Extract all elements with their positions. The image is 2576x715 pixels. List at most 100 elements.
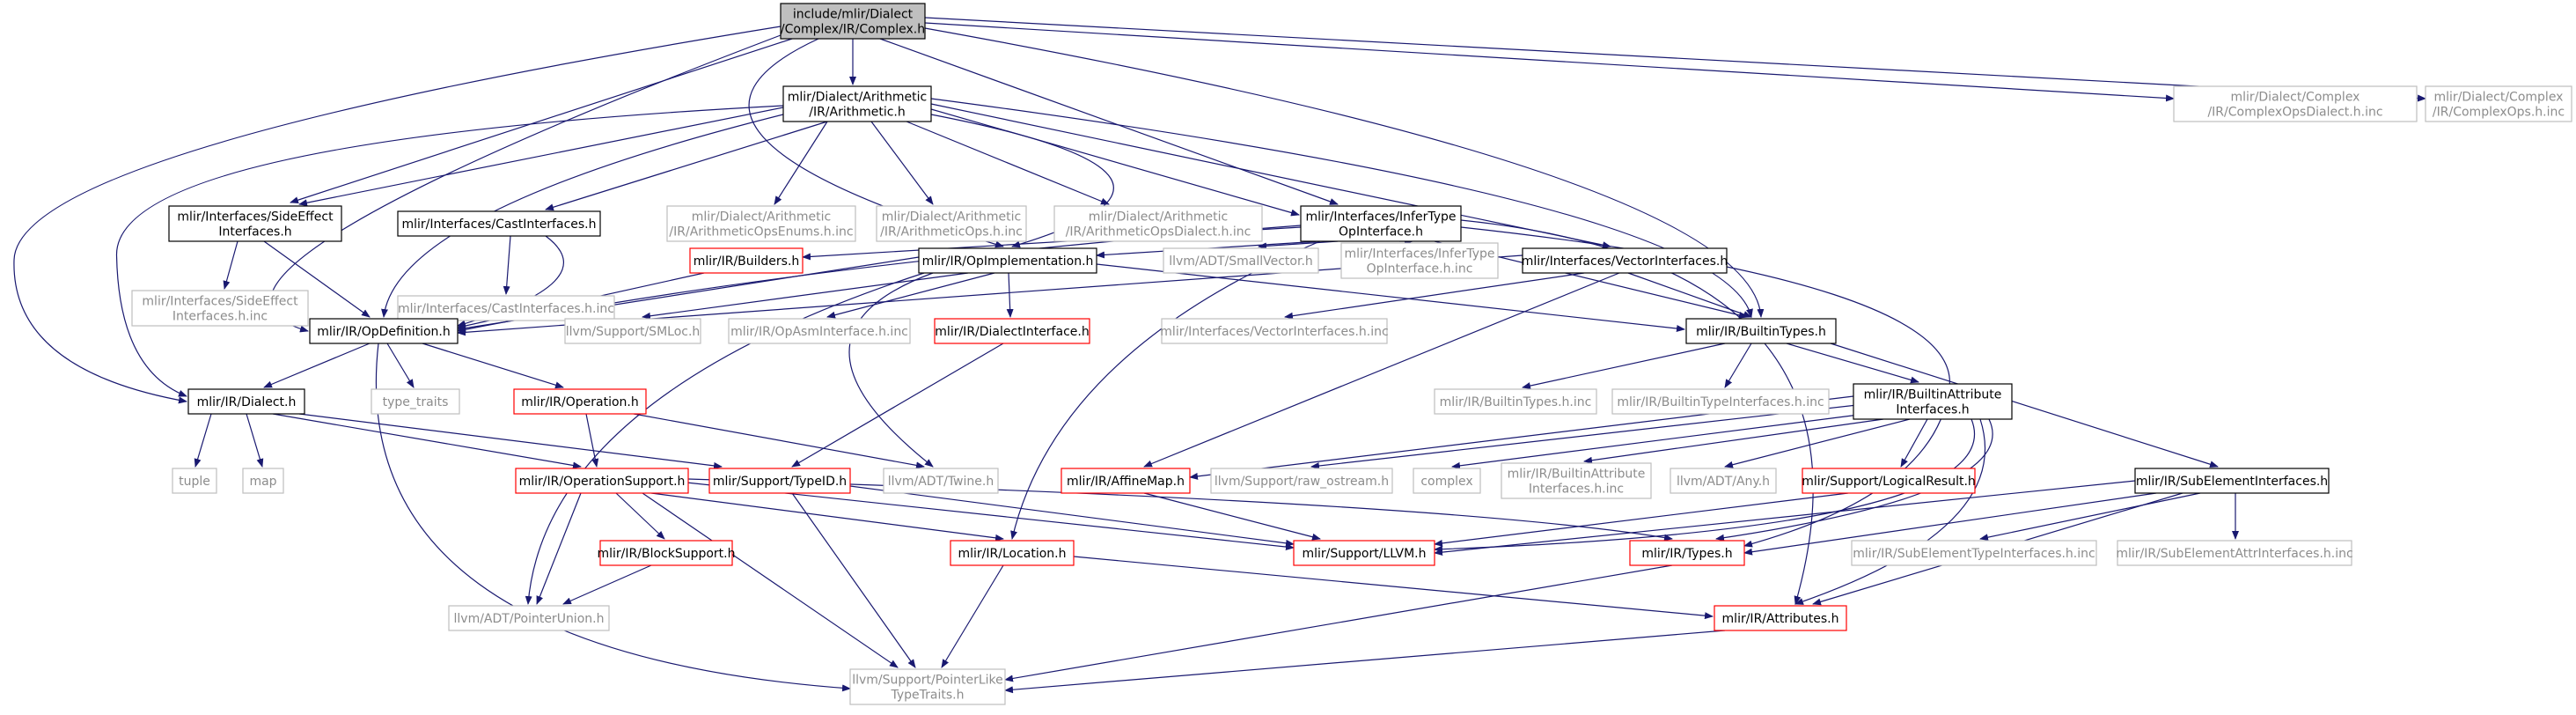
edge-dialectif-to-typeid: [791, 343, 1004, 468]
node-affinemap[interactable]: mlir/IR/AffineMap.h: [1060, 468, 1191, 494]
edge-dialect-to-typeid: [298, 413, 723, 469]
node-subelementif[interactable]: mlir/IR/SubElementInterfaces.h: [2134, 468, 2330, 494]
node-operation[interactable]: mlir/IR/Operation.h: [513, 388, 647, 415]
node-label-line: TypeTraits.h: [891, 689, 965, 703]
node-box: [849, 668, 1006, 705]
node-vectorif-inc[interactable]: mlir/Interfaces/VectorInterfaces.h.inc: [1160, 318, 1389, 344]
node-opsupport[interactable]: mlir/IR/OperationSupport.h: [515, 468, 689, 494]
node-smallvector[interactable]: llvm/ADT/SmallVector.h: [1163, 247, 1319, 274]
edge-attributes-to-pointerlike: [1004, 630, 1726, 694]
edge-sideeffect-to-opdef: [263, 240, 371, 318]
edge-arith-to-infertype: [930, 108, 1300, 217]
node-any[interactable]: llvm/ADT/Any.h: [1670, 468, 1777, 494]
node-opasm-inc[interactable]: mlir/IR/OpAsmInterface.h.inc: [728, 318, 911, 344]
edge-complex-to-opdef: [269, 34, 782, 333]
node-tuple[interactable]: tuple: [172, 468, 217, 494]
edge-complex-to-builtintypes: [924, 27, 1765, 318]
node-box: [1611, 388, 1830, 415]
edge-builtintypes-to-builtintypeif_inc: [1724, 343, 1752, 388]
edge-dialect-to-opsupport: [272, 413, 582, 469]
node-type-traits[interactable]: type_traits: [371, 388, 460, 415]
node-box: [1670, 468, 1777, 494]
node-typeid[interactable]: mlir/Support/TypeID.h: [708, 468, 851, 494]
node-dialect[interactable]: mlir/IR/Dialect.h: [187, 388, 305, 415]
edge-opsupport-to-blocksupport: [615, 492, 665, 540]
node-subelemattrif-inc[interactable]: mlir/IR/SubElementAttrInterfaces.h.inc: [2116, 540, 2353, 566]
node-cplx-dialect-inc[interactable]: mlir/Dialect/Complex/IR/ComplexOpsDialec…: [2173, 85, 2418, 122]
node-types[interactable]: mlir/IR/Types.h: [1629, 540, 1745, 566]
edges-layer: [13, 17, 2426, 694]
node-box: [513, 388, 647, 415]
node-complex-std[interactable]: complex: [1413, 468, 1481, 494]
edge-opsupport-to-location: [650, 492, 1004, 542]
node-arith-dialect-inc[interactable]: mlir/Dialect/Arithmetic/IR/ArithmeticOps…: [1053, 205, 1263, 242]
edge-dialect-to-map: [246, 413, 264, 468]
edge-logicalresult-to-llvm_h: [1434, 492, 1849, 547]
edge-subelementif-to-llvm_h: [1434, 480, 2136, 557]
node-label-line: mlir/IR/AffineMap.h: [1067, 475, 1185, 489]
node-label-line: mlir/IR/SubElementTypeInterfaces.h.inc: [1853, 547, 2095, 561]
node-cplx-ops-inc[interactable]: mlir/Dialect/Complex/IR/ComplexOps.h.inc: [2425, 85, 2572, 122]
node-box: [515, 468, 689, 494]
node-infertype-inc[interactable]: mlir/Interfaces/InferTypeOpInterface.h.i…: [1340, 242, 1499, 279]
node-pointerunion[interactable]: llvm/ADT/PointerUnion.h: [448, 605, 610, 631]
edge-infertype-to-smallvector: [1258, 240, 1339, 250]
node-label-line: mlir/Dialect/Arithmetic: [882, 210, 1021, 225]
node-twine[interactable]: llvm/ADT/Twine.h: [883, 468, 999, 494]
node-label-line: mlir/Interfaces/InferType: [1344, 247, 1494, 262]
node-attributes[interactable]: mlir/IR/Attributes.h: [1714, 605, 1847, 631]
edge-subelementif-to-types: [1743, 492, 2157, 556]
node-builtintypes-inc[interactable]: mlir/IR/BuiltinTypes.h.inc: [1434, 388, 1597, 415]
node-label-line: type_traits: [383, 395, 449, 409]
node-builtintypes[interactable]: mlir/IR/BuiltinTypes.h: [1685, 318, 1837, 344]
node-arith-enums-inc[interactable]: mlir/Dialect/Arithmetic/IR/ArithmeticOps…: [666, 205, 856, 242]
node-smloc[interactable]: llvm/Support/SMLoc.h: [564, 318, 701, 344]
node-raw-ostream[interactable]: llvm/Support/raw_ostream.h: [1210, 468, 1393, 494]
node-arith-ops-inc[interactable]: mlir/Dialect/Arithmetic/IR/ArithmeticOps…: [876, 205, 1027, 242]
node-box: [371, 388, 460, 415]
node-box: [1522, 247, 1728, 274]
node-label-line: include/mlir/Dialect: [793, 8, 914, 22]
edge-typeid-to-llvm_h: [849, 485, 1295, 547]
node-box: [131, 290, 309, 327]
node-castif[interactable]: mlir/Interfaces/CastInterfaces.h: [397, 210, 601, 237]
edge-castif-to-castif_inc: [503, 235, 511, 295]
edge-complex-to-cplx_dialect_inc: [924, 22, 2175, 102]
node-location[interactable]: mlir/IR/Location.h: [950, 540, 1075, 566]
node-logicalresult[interactable]: mlir/Support/LogicalResult.h: [1802, 468, 1976, 494]
node-arith[interactable]: mlir/Dialect/Arithmetic/IR/Arithmetic.h: [782, 85, 932, 122]
edge-arith-to-arith_dialect_inc: [906, 121, 1110, 205]
node-box: [1161, 318, 1388, 344]
node-vectorif[interactable]: mlir/Interfaces/VectorInterfaces.h: [1522, 247, 1728, 274]
edge-opsupport-to-pointerlike: [642, 492, 899, 668]
node-sideeffect-inc[interactable]: mlir/Interfaces/SideEffectInterfaces.h.i…: [131, 290, 309, 327]
node-blocksupport[interactable]: mlir/IR/BlockSupport.h: [598, 540, 736, 566]
node-dialectif[interactable]: mlir/IR/DialectInterface.h: [934, 318, 1090, 344]
node-map[interactable]: map: [242, 468, 284, 494]
node-box: [876, 205, 1027, 242]
node-box: [2173, 85, 2418, 122]
edge-complex-to-infertype: [879, 38, 1339, 205]
node-llvm-h[interactable]: mlir/Support/LLVM.h: [1293, 540, 1435, 566]
node-box: [2134, 468, 2330, 494]
node-opdef[interactable]: mlir/IR/OpDefinition.h: [309, 318, 459, 344]
node-label-line: mlir/IR/OpImplementation.h: [922, 254, 1094, 269]
node-box: [1629, 540, 1745, 566]
node-label-line: Interfaces.h: [1896, 403, 1969, 417]
edge-vectorif-to-vectorif_inc: [1284, 272, 1585, 320]
node-label-line: /IR/ArithmeticOps.h.inc: [880, 225, 1023, 240]
node-builtintypeif-inc[interactable]: mlir/IR/BuiltinTypeInterfaces.h.inc: [1611, 388, 1830, 415]
node-label-line: llvm/ADT/Twine.h: [888, 475, 994, 489]
node-opimpl[interactable]: mlir/IR/OpImplementation.h: [918, 247, 1097, 274]
node-subelemtypeif-inc[interactable]: mlir/IR/SubElementTypeInterfaces.h.inc: [1851, 540, 2097, 566]
node-label-line: llvm/ADT/PointerUnion.h: [454, 612, 605, 626]
node-castif-inc[interactable]: mlir/Interfaces/CastInterfaces.h.inc: [397, 295, 615, 321]
node-label-line: mlir/Interfaces/CastInterfaces.h: [401, 217, 596, 232]
node-builders[interactable]: mlir/IR/Builders.h: [689, 247, 804, 274]
